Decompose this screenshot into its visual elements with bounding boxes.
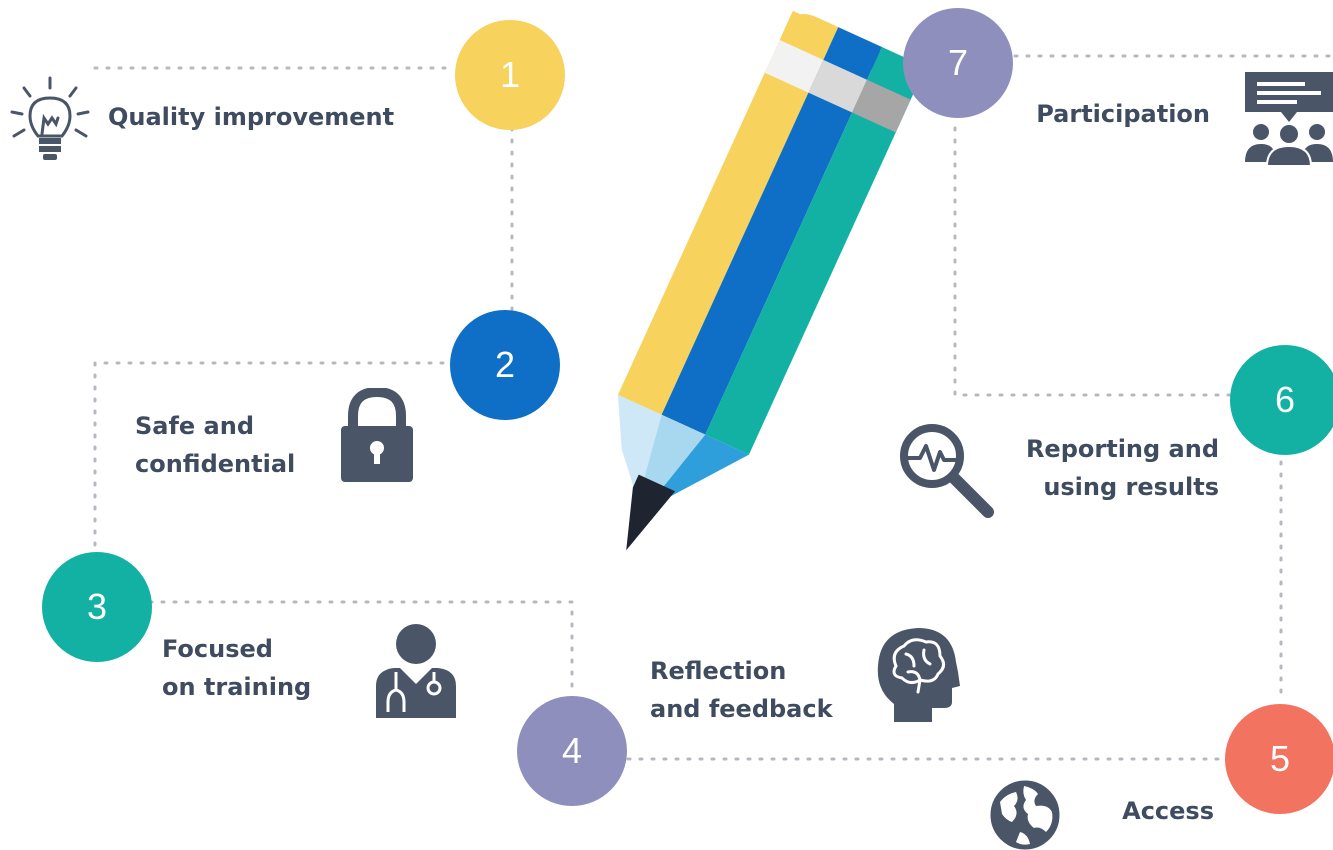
step-label-3-line-1: Focused	[162, 635, 273, 663]
step-label-3: Focused on training	[162, 630, 311, 706]
step-label-1: Quality improvement	[108, 98, 394, 136]
step-label-2: Safe and confidential	[135, 407, 295, 483]
step-label-2-line-1: Safe and	[135, 412, 255, 440]
step-label-3-line-2: on training	[162, 673, 312, 701]
step-number-3: 3	[42, 552, 152, 662]
brain-head-icon	[877, 628, 960, 722]
step-label-5: Access	[1060, 792, 1214, 830]
magnifier-pulse-icon	[900, 424, 994, 518]
globe-icon	[990, 780, 1060, 850]
step-label-7: Participation	[1020, 95, 1210, 133]
step-label-1-line-1: Quality improvement	[108, 103, 395, 131]
step-label-2-line-2: confidential	[135, 450, 296, 478]
step-number-6: 6	[1230, 345, 1333, 455]
step-label-4-line-1: Reflection	[650, 657, 787, 685]
step-number-4: 4	[517, 696, 627, 806]
lightbulb-icon	[10, 76, 90, 160]
step-label-6-line-1: Reporting and	[1025, 435, 1219, 463]
step-label-4-line-2: and feedback	[650, 695, 833, 723]
step-label-5-line-1: Access	[1122, 797, 1214, 825]
presentation-group-icon	[1245, 72, 1333, 166]
step-label-4: Reflection and feedback	[650, 652, 833, 728]
step-number-2: 2	[450, 310, 560, 420]
padlock-icon	[341, 388, 413, 482]
step-label-7-line-1: Participation	[1036, 100, 1210, 128]
step-number-5: 5	[1225, 704, 1333, 814]
step-number-1: 1	[455, 20, 565, 130]
step-label-6-line-2: using results	[1043, 473, 1219, 501]
doctor-icon	[376, 624, 456, 718]
step-label-6: Reporting and using results	[1000, 430, 1219, 506]
step-number-7: 7	[903, 8, 1013, 118]
